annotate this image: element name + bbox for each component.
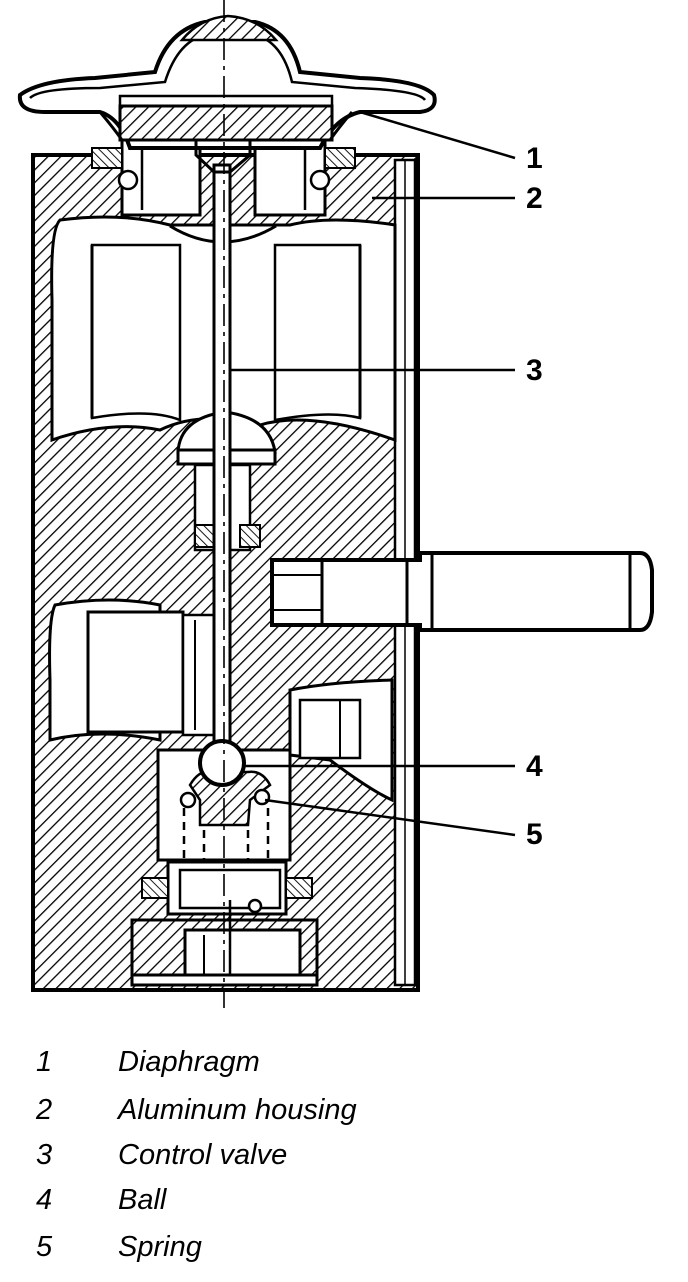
lower-cavity xyxy=(48,463,394,803)
callout-5: 5 xyxy=(526,818,543,851)
legend-label: Diaphragm xyxy=(118,1046,260,1078)
legend-number: 5 xyxy=(36,1231,53,1263)
legend-number: 4 xyxy=(36,1184,53,1216)
legend-number: 3 xyxy=(36,1139,53,1171)
expansion-valve-cross-section xyxy=(17,0,654,1008)
legend-number: 2 xyxy=(36,1094,53,1126)
callout-3: 3 xyxy=(526,354,543,387)
legend-label: Aluminum housing xyxy=(118,1094,357,1126)
legend-item: 4 Ball xyxy=(0,1180,688,1220)
leader-line-1 xyxy=(359,110,516,160)
legend-number: 1 xyxy=(36,1046,53,1078)
outlet-fitting xyxy=(270,551,654,632)
callout-2: 2 xyxy=(526,182,543,215)
legend-item: 5 Spring xyxy=(0,1227,688,1267)
legend-label: Spring xyxy=(118,1231,202,1263)
callout-1: 1 xyxy=(526,142,543,175)
ball xyxy=(198,739,246,787)
legend-item: 1 Diaphragm xyxy=(0,1042,688,1082)
control-valve-stem xyxy=(194,140,252,762)
diaphragm xyxy=(17,14,437,150)
legend-item: 2 Aluminum housing xyxy=(0,1090,688,1130)
legend-label: Ball xyxy=(118,1184,167,1216)
legend-label: Control valve xyxy=(118,1139,288,1171)
leader-line-5 xyxy=(264,798,516,837)
legend-item: 3 Control valve xyxy=(0,1135,688,1175)
callout-4: 4 xyxy=(526,750,543,783)
